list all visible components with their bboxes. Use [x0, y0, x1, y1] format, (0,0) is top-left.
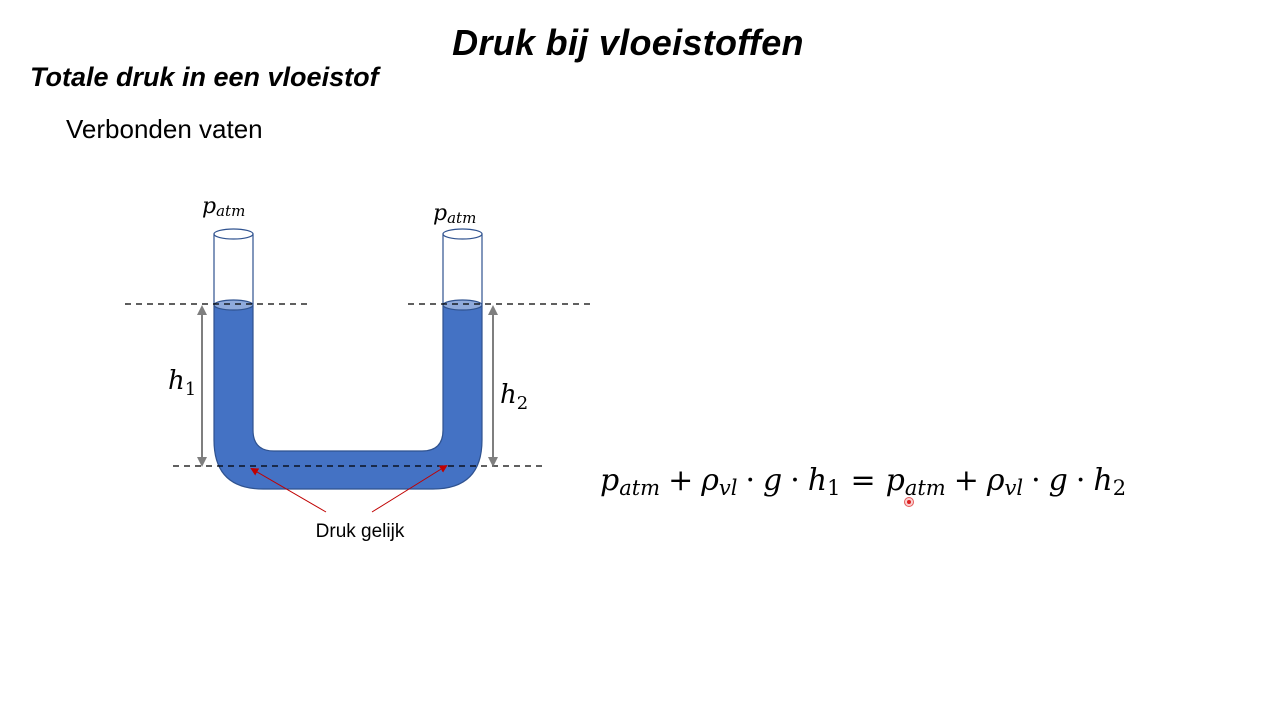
right-liquid-surface	[442, 299, 483, 311]
pressure-equation: patm+ρvl·g·h1=patm+ρvl·g·h2	[600, 463, 1126, 500]
section-heading: Verbonden vaten	[66, 114, 263, 144]
left-pressure-label: patm	[202, 194, 245, 220]
pointer-left	[250, 467, 327, 513]
u-tube-liquid	[213, 304, 483, 490]
h2-label: h2	[500, 380, 528, 414]
pointer-right	[371, 464, 448, 513]
slide-subtitle: Totale druk in een vloeistof	[30, 62, 379, 92]
left-tube-empty	[213, 228, 254, 304]
laser-pointer-icon	[904, 497, 914, 507]
h1-label: h1	[168, 366, 196, 400]
slide-title: Druk bij vloeistoffen	[452, 22, 804, 63]
right-tube-empty	[442, 228, 483, 304]
pressure-equal-note: Druk gelijk	[316, 521, 405, 542]
left-liquid-surface	[213, 299, 254, 311]
right-pressure-label: patm	[433, 201, 476, 227]
